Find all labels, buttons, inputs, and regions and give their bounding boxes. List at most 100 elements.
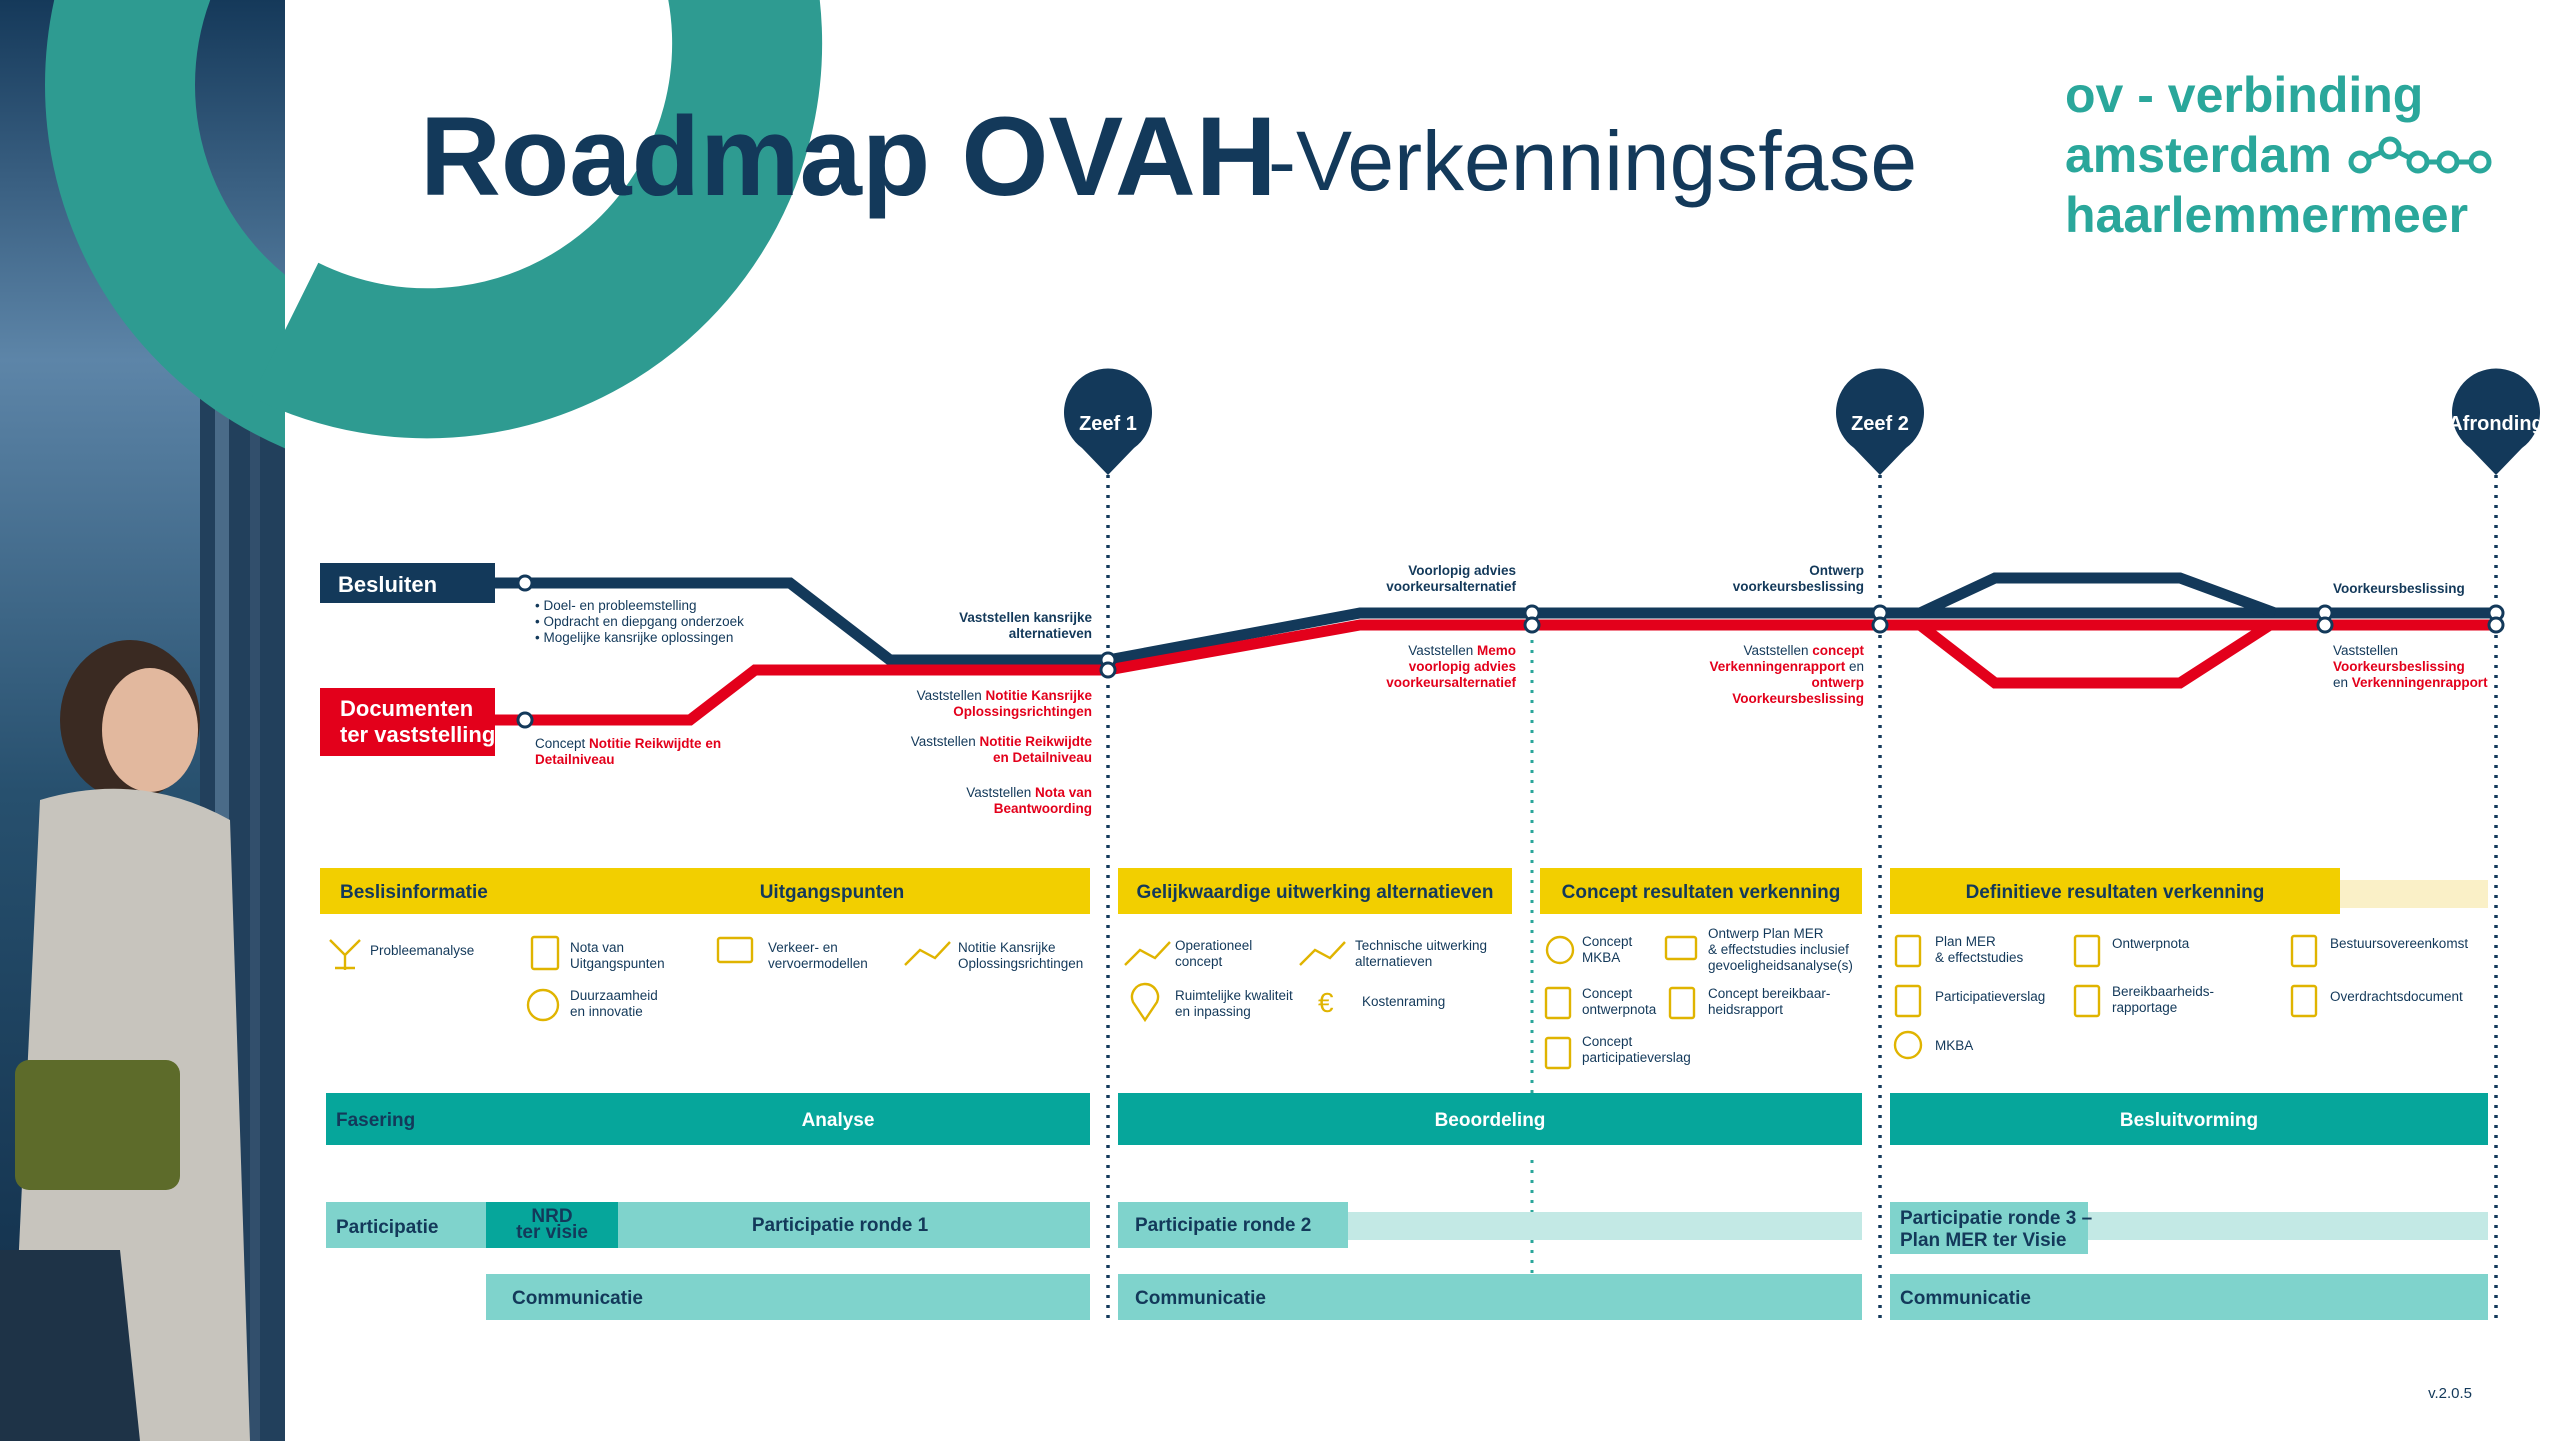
network-icon bbox=[329, 939, 361, 970]
zeef1-doc3-red2: Beantwoording bbox=[994, 801, 1092, 816]
zeef2-doc-red2: Verkenningenrapport bbox=[1709, 659, 1845, 674]
communicatie-c3: Communicatie bbox=[1900, 1288, 2031, 1309]
item-bereikbaarheidsrapportage: Bereikbaarheids- rapportage bbox=[2073, 984, 2214, 1018]
row-label-documenten: Documenten ter vaststelling bbox=[320, 688, 495, 756]
doc-concept-prefix: Concept bbox=[535, 736, 589, 751]
document-icon bbox=[1544, 1036, 1572, 1070]
communicatie-c1: Communicatie bbox=[512, 1288, 643, 1309]
svg-text:Vaststellen Notitie Reikwijdte: Vaststellen Notitie Reikwijdte bbox=[911, 734, 1093, 749]
item-concept-bereikbaarheid: Concept bereikbaar- heidsrapport bbox=[1668, 986, 1830, 1020]
besluiten-label: Besluiten bbox=[338, 572, 437, 597]
gear-icon bbox=[526, 988, 560, 1022]
svg-text:Vaststellen Nota van: Vaststellen Nota van bbox=[966, 785, 1092, 800]
end-doc-red1: Voorkeursbeslissing bbox=[2333, 659, 2465, 674]
chart-icon bbox=[1545, 935, 1575, 965]
fasering-p1: Analyse bbox=[802, 1110, 875, 1131]
location-pin-icon bbox=[1130, 982, 1160, 1023]
item-bereik-c-2: heidsrapport bbox=[1708, 1002, 1783, 1017]
item-concept-mkba: Concept MKBA bbox=[1545, 934, 1633, 965]
mid-doc-red2: voorlopig advies bbox=[1409, 659, 1516, 674]
route-icon bbox=[1124, 941, 1171, 966]
decorative-ring bbox=[45, 0, 823, 449]
item-probleemanalyse: Probleemanalyse bbox=[329, 939, 474, 970]
item-notitie-kansrijke: Notitie Kansrijke Oplossingsrichtingen bbox=[904, 940, 1083, 971]
documenten-label-2: ter vaststelling bbox=[340, 722, 495, 747]
item-planmer-2: & effectstudies inclusief bbox=[1708, 942, 1849, 957]
gate-zeef-1: Zeef 1 bbox=[1064, 368, 1153, 475]
gate-zeef-2-label: Zeef 2 bbox=[1851, 413, 1909, 435]
item-notitie-2: Oplossingsrichtingen bbox=[958, 956, 1083, 971]
zeef2-annotations: Ontwerp voorkeursbeslissing Vaststellen … bbox=[1709, 563, 1864, 706]
mid-besluit-2: voorkeursalternatief bbox=[1386, 579, 1516, 594]
fasering-label: Fasering bbox=[336, 1110, 415, 1131]
documenten-label-1: Documenten bbox=[340, 696, 473, 721]
fasering-p2: Beoordeling bbox=[1435, 1110, 1546, 1131]
participatie-r3-1: Participatie ronde 3 – bbox=[1900, 1208, 2092, 1229]
beslisinfo-b3: Concept resultaten verkenning bbox=[1562, 882, 1841, 903]
bullet-1: • Doel- en probleemstelling bbox=[535, 598, 697, 613]
item-technische-2: alternatieven bbox=[1355, 954, 1432, 969]
zeef2-doc-red3: ontwerp bbox=[1812, 675, 1865, 690]
item-nota-uitgangspunten: Nota van Uitgangspunten bbox=[530, 935, 665, 971]
document-icon bbox=[1894, 984, 1922, 1018]
zeef2-doc-red4: Voorkeursbeslissing bbox=[1732, 691, 1864, 706]
monitor-icon bbox=[716, 936, 754, 964]
end-annotations: Voorkeursbeslissing Vaststellen Voorkeur… bbox=[2333, 581, 2488, 690]
zeef1-doc1-red2: Oplossingsrichtingen bbox=[953, 704, 1092, 719]
document-icon bbox=[2073, 934, 2101, 968]
item-participatieverslag-label: Participatieverslag bbox=[1935, 989, 2045, 1004]
gate-zeef-1-label: Zeef 1 bbox=[1079, 413, 1137, 435]
fasering-row: Fasering Analyse Beoordeling Besluitvorm… bbox=[326, 1093, 2488, 1145]
participatie-r3-2: Plan MER ter Visie bbox=[1900, 1230, 2067, 1251]
item-operationeel-1: Operationeel bbox=[1175, 938, 1252, 953]
zeef2-doc-mid: en bbox=[1845, 659, 1864, 674]
item-concept-ontwerpnota: Concept ontwerpnota bbox=[1544, 986, 1657, 1020]
document-icon bbox=[2290, 984, 2318, 1018]
participatie-label: Participatie bbox=[336, 1217, 438, 1238]
item-probleemanalyse-label: Probleemanalyse bbox=[370, 943, 474, 958]
zeef1-doc3-prefix: Vaststellen bbox=[966, 785, 1035, 800]
besluiten-track bbox=[495, 577, 2496, 666]
item-kostenraming: € Kostenraming bbox=[1318, 987, 1445, 1018]
item-overdrachtsdocument: Overdrachtsdocument bbox=[2290, 984, 2463, 1018]
item-concept-participatieverslag: Concept participatieverslag bbox=[1544, 1034, 1691, 1070]
euro-icon: € bbox=[1318, 987, 1334, 1018]
document-icon bbox=[2073, 984, 2101, 1018]
beslisinfo-items: Probleemanalyse Nota van Uitgangspunten … bbox=[329, 926, 2468, 1070]
svg-text:en Verkenningenrapport: en Verkenningenrapport bbox=[2333, 675, 2488, 690]
beslisinfo-b1: Uitgangspunten bbox=[760, 882, 905, 903]
communicatie-c2: Communicatie bbox=[1135, 1288, 1266, 1309]
besluiten-bullets: • Doel- en probleemstelling • Opdracht e… bbox=[535, 598, 744, 645]
milestone-nodes bbox=[516, 574, 2505, 729]
zeef1-annotations: Vaststellen kansrijke alternatieven Vast… bbox=[911, 610, 1093, 816]
item-ontwerpnota-c-1: Concept bbox=[1582, 986, 1633, 1001]
mid-annotations: Voorlopig advies voorkeursalternatief Va… bbox=[1386, 563, 1516, 690]
beslisinfo-b2: Gelijkwaardige uitwerking alternatieven bbox=[1137, 882, 1494, 903]
besluiten-track-branch bbox=[1880, 572, 2277, 619]
mid-besluit-1: Voorlopig advies bbox=[1408, 563, 1516, 578]
item-bereik-2: rapportage bbox=[2112, 1000, 2177, 1015]
document-icon bbox=[530, 935, 560, 971]
item-overdracht-label: Overdrachtsdocument bbox=[2330, 989, 2463, 1004]
document-icon bbox=[2290, 934, 2318, 968]
participatie-r2: Participatie ronde 2 bbox=[1135, 1215, 1311, 1236]
item-ontwerpnota-label: Ontwerpnota bbox=[2112, 936, 2190, 951]
page-title: Roadmap OVAH bbox=[420, 94, 1277, 219]
zeef1-doc2-prefix: Vaststellen bbox=[911, 734, 980, 749]
participatie-r1: Participatie ronde 1 bbox=[752, 1215, 929, 1236]
item-notitie-1: Notitie Kansrijke bbox=[958, 940, 1056, 955]
item-bestuursovereenkomst: Bestuursovereenkomst bbox=[2290, 934, 2468, 968]
beslisinfo-label: Beslisinformatie bbox=[340, 882, 488, 903]
end-doc-mid: en bbox=[2333, 675, 2352, 690]
document-icon bbox=[1668, 986, 1696, 1020]
item-verkeer: Verkeer- en vervoermodellen bbox=[716, 936, 868, 971]
communicatie-row: Communicatie Communicatie Communicatie bbox=[486, 1274, 2488, 1320]
zeef1-besluit-2: alternatieven bbox=[1009, 626, 1092, 641]
mid-doc-red1: Memo bbox=[1477, 643, 1516, 658]
route-icon bbox=[904, 941, 951, 966]
zeef1-doc2-red1: Notitie Reikwijdte bbox=[979, 734, 1092, 749]
item-bestuurs-label: Bestuursovereenkomst bbox=[2330, 936, 2468, 951]
item-mkba-label: MKBA bbox=[1935, 1038, 1973, 1053]
search-document-icon bbox=[1664, 935, 1698, 961]
item-ontwerpnota: Ontwerpnota bbox=[2073, 934, 2190, 968]
